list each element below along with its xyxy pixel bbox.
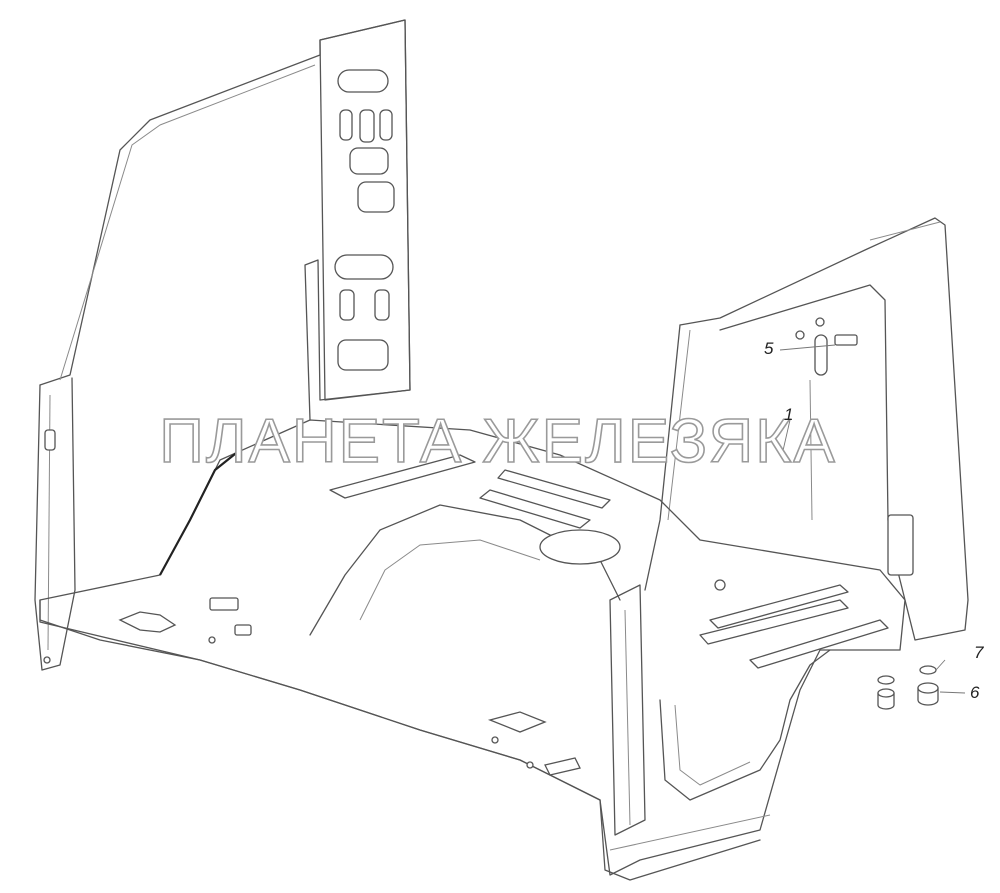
callout-label-5: 5 [764,339,774,358]
floor-pan [39,419,906,881]
callout-label-1: 1 [784,405,793,424]
right-side-frame [644,217,969,641]
rear-panel [319,19,411,401]
small-parts [795,317,939,710]
leader-lines [779,344,966,694]
callout-label-6: 6 [970,683,980,702]
watermark-text: ПЛАНЕТА ЖЕЛЕЗЯКА [159,407,836,476]
callout-label-7: 7 [974,643,984,662]
